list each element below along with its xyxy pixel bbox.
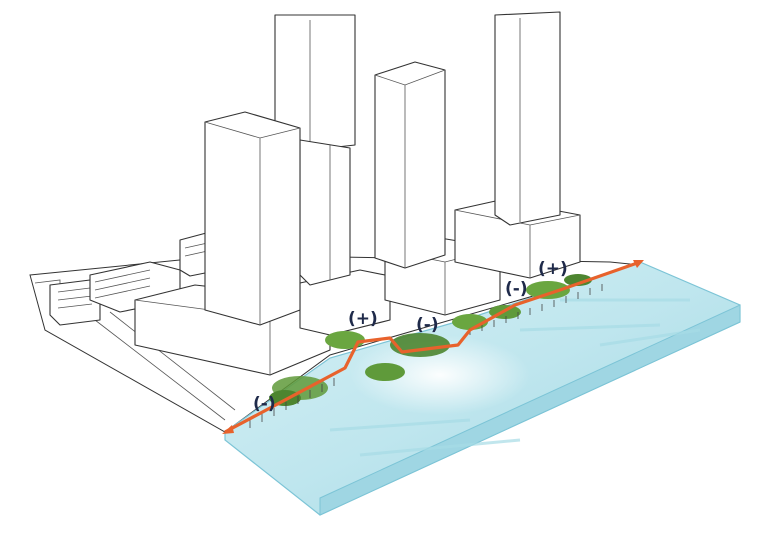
tower-front-left <box>204 111 301 326</box>
tower-center <box>374 61 446 269</box>
label-minus-3: (-) <box>505 279 528 299</box>
walkway-arrow-right <box>633 260 644 268</box>
labels: (-) (+) (-) (-) (+) <box>253 259 568 414</box>
podium-buildings <box>134 199 581 376</box>
river-water <box>224 261 741 516</box>
waterfront-walkway <box>222 260 644 434</box>
walkway-arrow-left <box>222 425 234 434</box>
label-plus-1: (+) <box>348 309 378 329</box>
label-minus-1: (-) <box>253 394 276 414</box>
label-minus-2: (-) <box>416 315 439 335</box>
tower-back-right <box>494 11 561 226</box>
label-plus-2: (+) <box>538 259 568 279</box>
tower-mid <box>299 139 351 286</box>
